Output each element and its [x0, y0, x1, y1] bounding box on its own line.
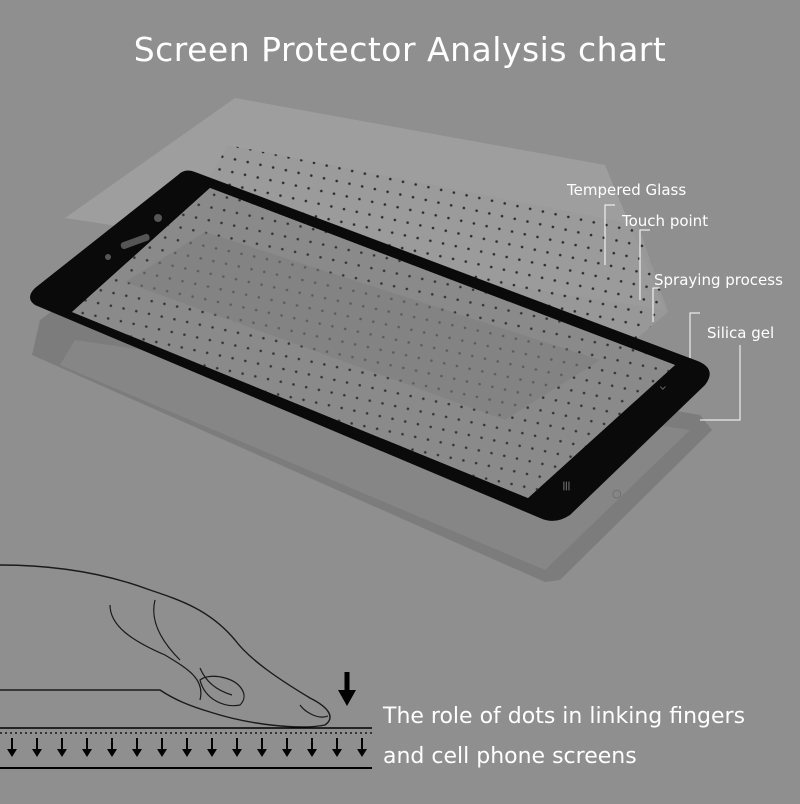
caption-line-2: and cell phone screens	[383, 744, 637, 769]
leader-tempered-glass	[604, 204, 615, 265]
label-tempered-glass: Tempered Glass	[567, 181, 687, 199]
label-touch-point: Touch point	[622, 212, 709, 230]
menu-icon: ≡	[557, 480, 574, 492]
earpiece	[120, 233, 150, 250]
small-arrow-head	[82, 749, 92, 757]
press-arrow-head	[338, 690, 356, 706]
leader-silica-gel	[689, 312, 700, 358]
small-arrow-head	[307, 749, 317, 757]
back-icon: ‹	[654, 385, 671, 391]
fingertip-nail	[299, 704, 329, 718]
screen-band	[125, 232, 600, 420]
small-arrow-head	[57, 749, 67, 757]
fingernail	[199, 675, 245, 707]
home-icon: ○	[612, 487, 622, 500]
leader-silica-gel-lower	[700, 345, 741, 421]
label-spraying-process: Spraying process	[654, 271, 783, 289]
small-arrow-head	[182, 749, 192, 757]
small-arrow-head	[232, 749, 242, 757]
page-title: Screen Protector Analysis chart	[133, 30, 667, 69]
small-arrow-head	[257, 749, 267, 757]
small-arrows	[7, 738, 367, 757]
small-arrow-head	[7, 749, 17, 757]
small-arrow-head	[282, 749, 292, 757]
camera-dot	[154, 214, 162, 222]
small-arrow-head	[357, 749, 367, 757]
small-arrow-head	[107, 749, 117, 757]
thumb-outline	[109, 604, 202, 701]
leader-touch-point	[639, 229, 650, 300]
small-arrow-head	[332, 749, 342, 757]
small-arrow-head	[132, 749, 142, 757]
small-arrow-head	[32, 749, 42, 757]
caption-line-1: The role of dots in linking fingers	[383, 704, 746, 729]
finger-outline	[0, 564, 331, 728]
sensor-dot	[105, 254, 111, 260]
label-silica-gel: Silica gel	[707, 324, 775, 342]
small-arrow-head	[207, 749, 217, 757]
small-arrow-head	[157, 749, 167, 757]
phone-frame	[30, 170, 710, 521]
leader-spraying	[652, 287, 660, 322]
finger-knuckle	[153, 599, 233, 696]
